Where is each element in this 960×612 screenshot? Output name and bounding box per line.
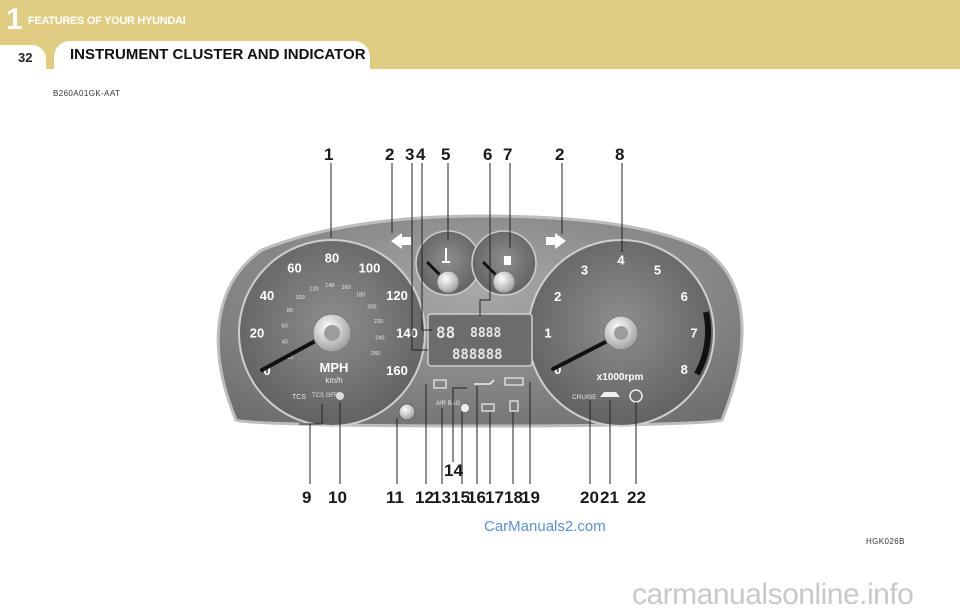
gauge-tick-label: 40 <box>260 288 274 303</box>
callout-number: 16 <box>467 488 486 507</box>
callout-number: 20 <box>580 488 599 507</box>
speedometer-unit-label: MPH <box>320 360 349 375</box>
gauge-tick-label: 0 <box>554 362 561 377</box>
callout-number: 2 <box>385 145 394 164</box>
callout-number: 3 <box>405 145 414 164</box>
gauge-tick-label: 240 <box>375 336 384 342</box>
gauge-tick-label: 180 <box>356 292 365 298</box>
section-title: INSTRUMENT CLUSTER AND INDICATOR <box>70 46 366 63</box>
left-turn-signal-icon <box>391 233 411 249</box>
gauge-tick-label: 40 <box>282 340 288 346</box>
gauge-tick-label: 2 <box>554 289 561 304</box>
gauge-tick-label: 140 <box>325 283 334 289</box>
trip-reset-knob <box>398 403 416 421</box>
gauge-tick-label: 1 <box>544 326 551 341</box>
tachometer-redline <box>694 311 712 376</box>
callout-numbers-top: 1 2 3 4 5 6 7 2 8 <box>324 145 624 164</box>
gauge-tick-label: 20 <box>287 355 293 361</box>
chapter-number: 1 <box>6 3 23 36</box>
gauge-tick-label: 140 <box>396 326 418 341</box>
gauge-tick-label: 260 <box>371 351 380 357</box>
footer-watermark: carmanualsonline.info <box>632 578 914 611</box>
seatbelt-warning-icon <box>336 392 344 400</box>
charging-warning-icon <box>433 379 447 389</box>
check-engine-icon <box>481 403 495 412</box>
callout-number: 6 <box>483 145 492 164</box>
callout-number: 10 <box>328 488 347 507</box>
callout-number: 11 <box>386 488 404 507</box>
callout-number: 18 <box>504 488 523 507</box>
speedometer-sub-unit-label: km/h <box>325 376 342 385</box>
svg-text:888888: 888888 <box>452 347 503 363</box>
callout-number: 15 <box>451 488 470 507</box>
speedometer-tick-group: 0 20 40 60 80 100 120 140 160 20 40 60 80 100 120 140 16… <box>250 251 418 379</box>
gauge-tick-label: 100 <box>296 295 305 301</box>
gauge-tick-label: 160 <box>342 285 351 291</box>
gauge-tick-label: 160 <box>386 363 408 378</box>
callout-number: 14 <box>444 461 463 480</box>
door-ajar-icon <box>600 392 620 397</box>
callout-number: 17 <box>485 488 504 507</box>
callout-number: 19 <box>521 488 540 507</box>
tcs-off-indicator-label: TCS OFF <box>312 393 338 399</box>
reference-code: B260A01GK-AAT <box>53 89 121 98</box>
tachometer-unit-label: x1000rpm <box>597 372 644 383</box>
callout-leader-lines <box>299 163 637 484</box>
gauge-tick-label: 4 <box>617 253 625 268</box>
oil-pressure-icon <box>474 379 495 385</box>
callout-numbers-bottom: 9 10 11 12 13 14 15 16 17 18 19 20 21 22 <box>302 461 646 507</box>
callout-number: 1 <box>324 145 333 164</box>
gauge-tick-label: 80 <box>325 251 339 266</box>
gauge-tick-label: 0 <box>263 363 270 378</box>
page-number: 32 <box>18 50 33 65</box>
chapter-title: FEATURES OF YOUR HYUNDAI <box>28 15 186 27</box>
callout-number: 12 <box>415 488 434 507</box>
gauge-tick-label: 7 <box>690 326 697 341</box>
callout-number: 13 <box>432 488 451 507</box>
section-title-tab <box>54 41 370 69</box>
gauge-tick-label: 5 <box>654 262 661 277</box>
gauge-tick-label: 100 <box>359 261 381 276</box>
site-watermark: CarManuals2.com <box>484 518 606 535</box>
airbag-indicator-label: AIR BAG <box>436 401 461 407</box>
page-number-badge <box>0 45 46 69</box>
parking-brake-icon <box>461 404 469 412</box>
gauge-tick-label: 20 <box>250 326 264 341</box>
fuel-pump-icon <box>504 256 511 265</box>
svg-text:8888: 8888 <box>470 326 501 341</box>
gauge-tick-label: 80 <box>287 308 293 314</box>
tcs-indicator-label: TCS <box>292 394 306 401</box>
right-turn-signal-icon <box>546 233 566 249</box>
gauge-tick-label: 60 <box>287 261 301 276</box>
callout-number: 21 <box>600 488 619 507</box>
callout-number: 5 <box>441 145 450 164</box>
gauge-tick-label: 60 <box>282 323 288 329</box>
callout-number: 4 <box>416 145 426 164</box>
low-fuel-icon <box>509 400 519 412</box>
callout-number: 2 <box>555 145 564 164</box>
cruise-indicator-label: CRUISE <box>572 394 597 401</box>
gauge-tick-label: 3 <box>581 262 588 277</box>
gauge-tick-label: 220 <box>374 319 383 325</box>
high-beam-icon <box>504 377 524 386</box>
gauge-tick-label: 120 <box>309 286 318 292</box>
callout-number: 7 <box>503 145 512 164</box>
callout-number: 8 <box>615 145 624 164</box>
figure-code: HGK026B <box>866 537 905 546</box>
svg-text:88: 88 <box>436 323 455 342</box>
callout-number: 22 <box>627 488 646 507</box>
coolant-temp-icon <box>442 248 450 263</box>
gauge-tick-label: 120 <box>386 288 408 303</box>
callout-number: 9 <box>302 488 311 507</box>
gauge-tick-label: 200 <box>367 304 376 310</box>
gauge-tick-label: 6 <box>681 289 688 304</box>
tachometer-tick-group: 0 1 2 3 4 5 6 7 8 <box>544 253 697 378</box>
gauge-tick-label: 8 <box>681 362 688 377</box>
